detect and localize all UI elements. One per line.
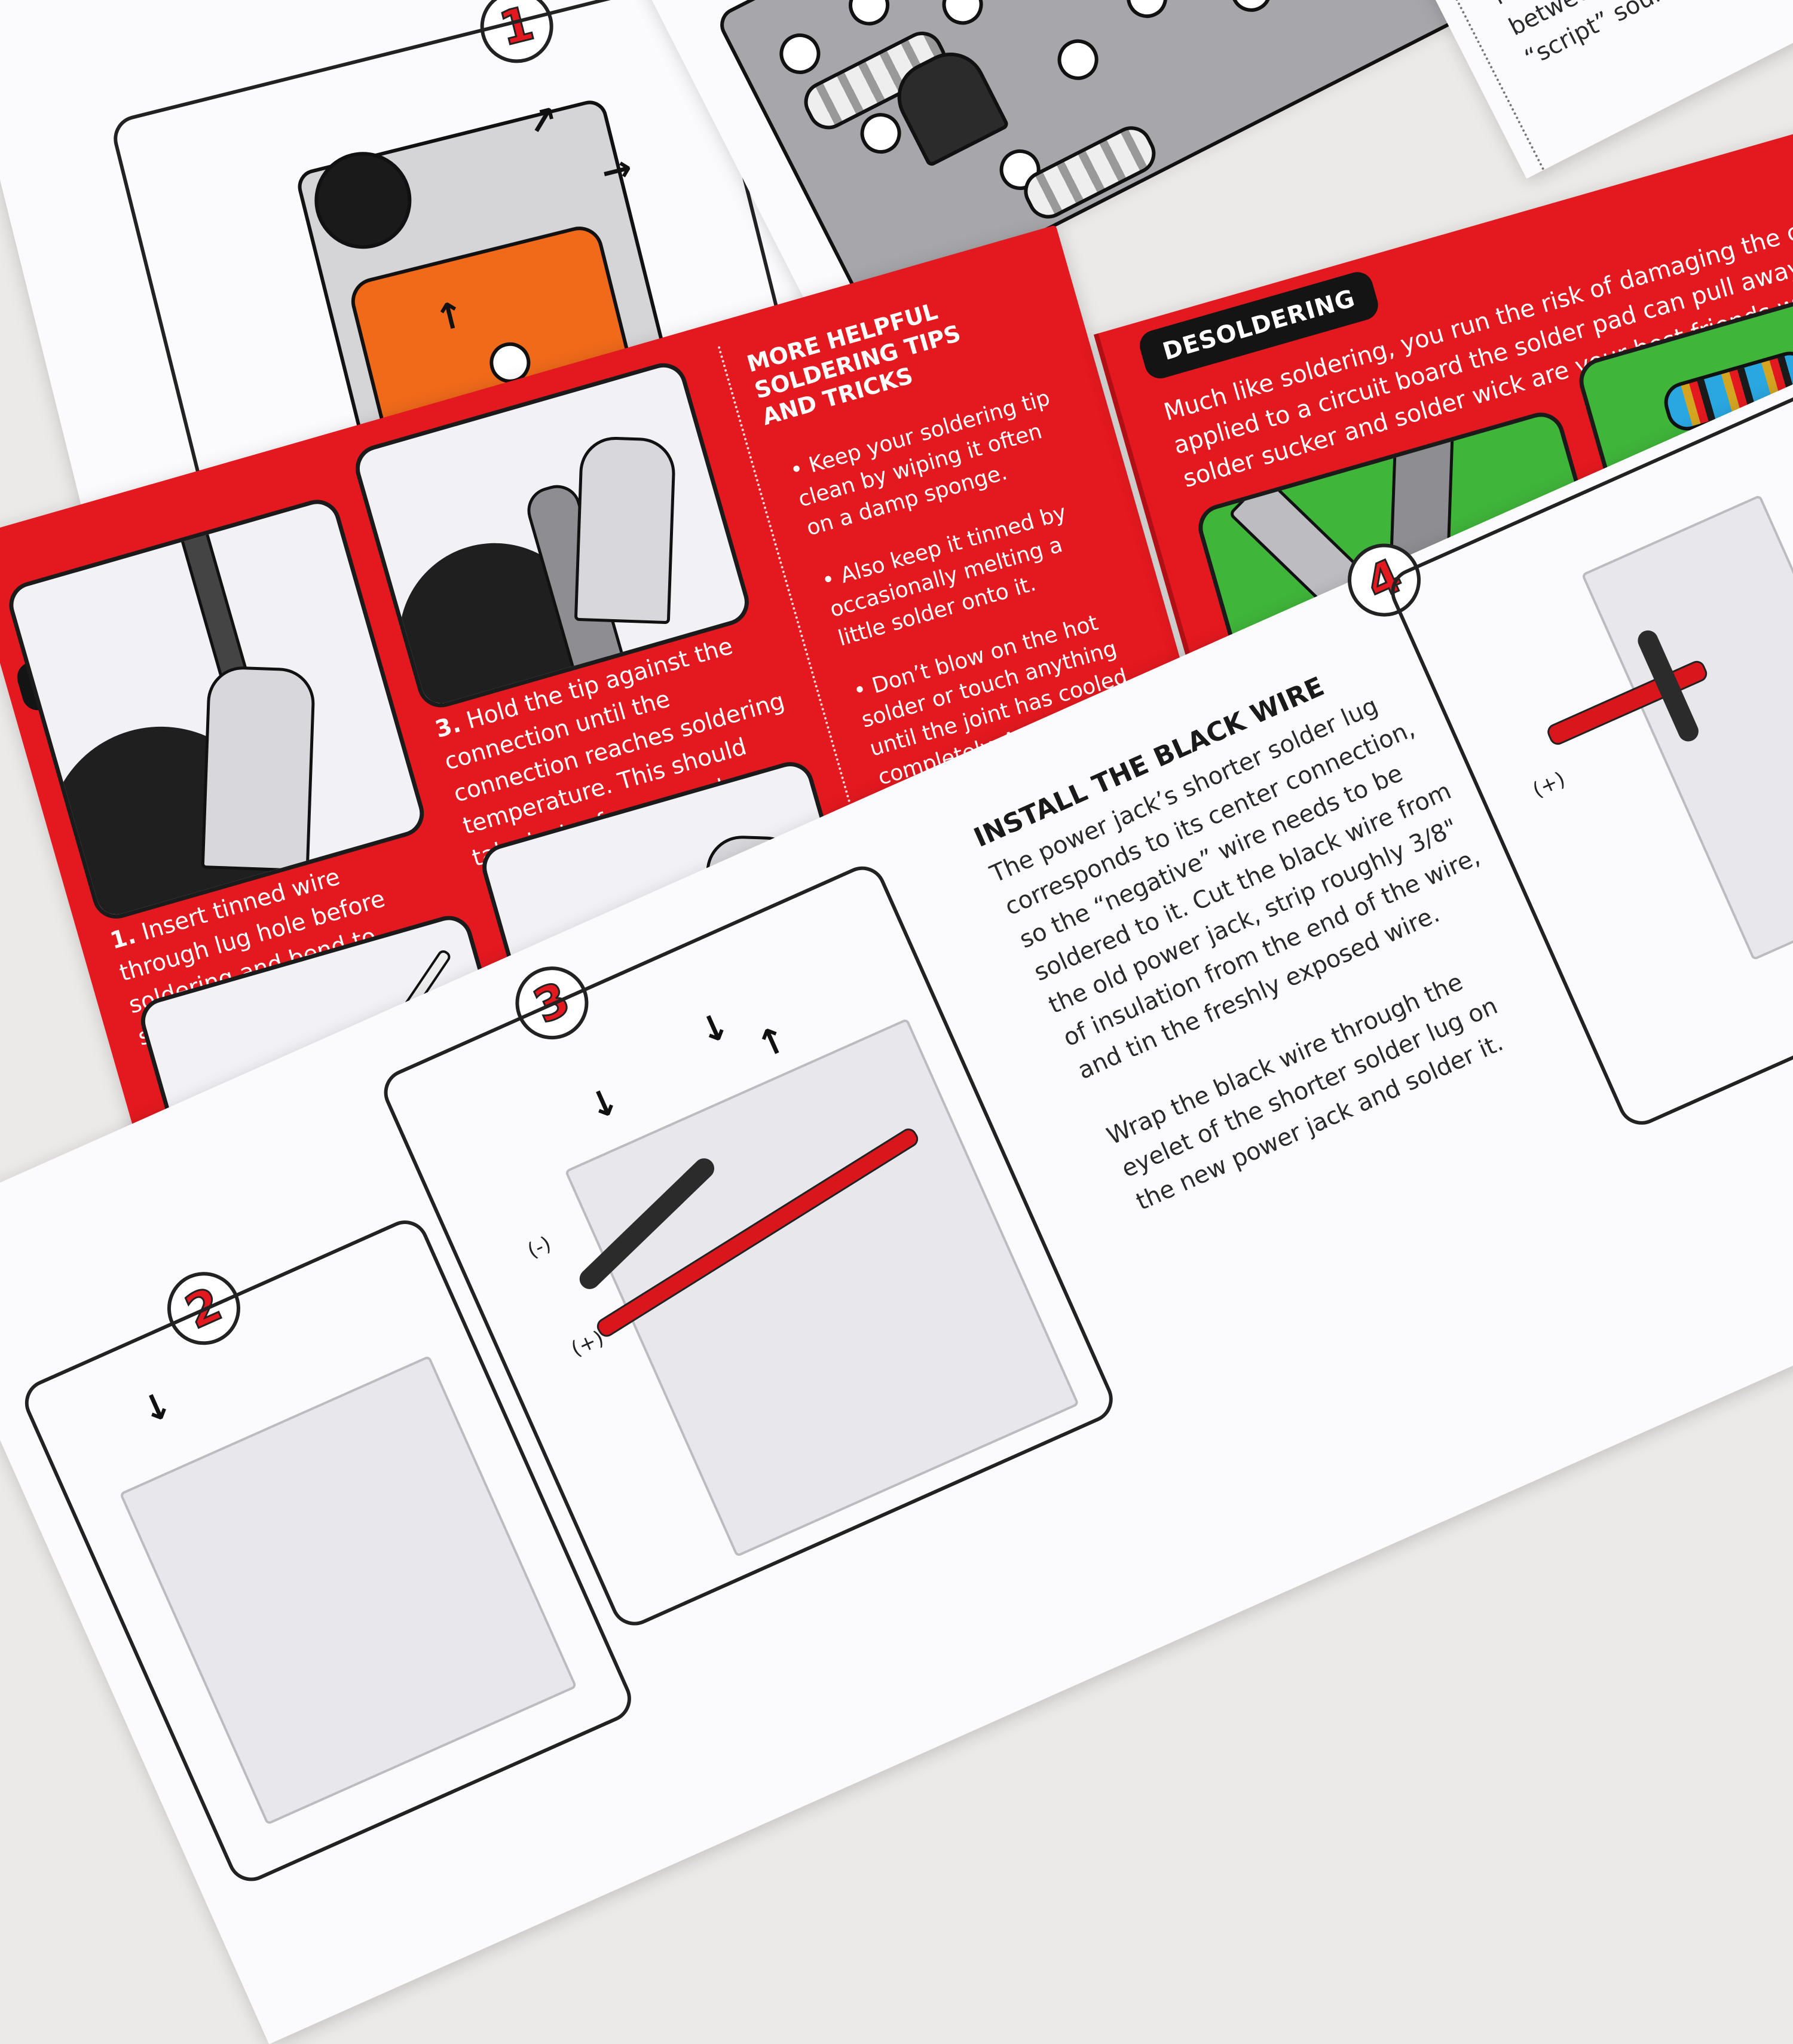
text-block: attac... resistor in... between the s...… [1489, 0, 1693, 72]
lug-icon [201, 665, 316, 873]
wire-icon [178, 522, 250, 686]
positive-label: (+) [1529, 767, 1569, 803]
arrow-down-icon: ↓ [692, 1003, 736, 1054]
arrow-up-icon: ↑ [749, 1017, 795, 1068]
drill-bit-icon: ↓ [134, 1382, 179, 1433]
arrow-down-icon: ↓ [581, 1079, 626, 1130]
negative-label: (-) [524, 1231, 555, 1263]
pcb-outline [564, 1018, 1080, 1558]
lug-icon [574, 435, 677, 625]
resistor-icon [1017, 119, 1163, 226]
enclosure-outline [119, 1355, 577, 1825]
